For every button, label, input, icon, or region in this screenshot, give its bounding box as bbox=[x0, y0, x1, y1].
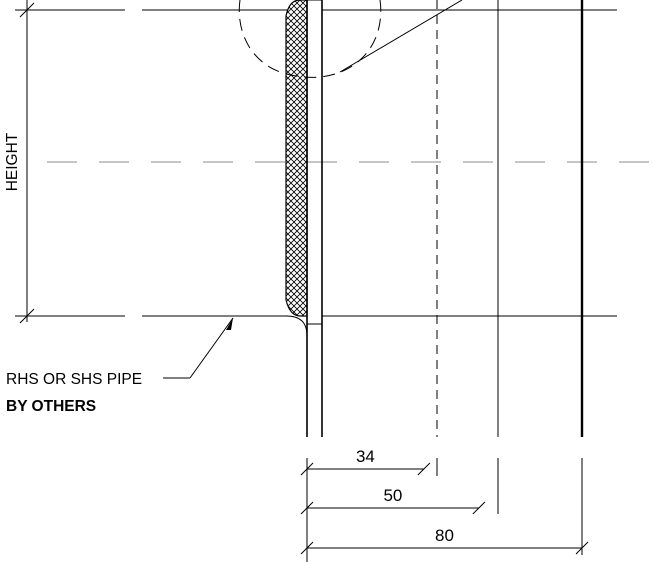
offset-dim-label-50: 50 bbox=[383, 486, 402, 505]
offset-dim-tick-34-start bbox=[300, 462, 314, 476]
detail-leader bbox=[339, 0, 463, 73]
detail-circle bbox=[238, 0, 382, 78]
pipe-note-line1: RHS OR SHS PIPE bbox=[6, 371, 142, 388]
offset-dimensions: 34 50 80 bbox=[300, 447, 589, 555]
offset-dim-tick-34-end bbox=[417, 462, 431, 476]
offset-dim-tick-80-start bbox=[300, 541, 314, 555]
pipe-note-arrow bbox=[226, 318, 233, 330]
pipe-wall bbox=[306, 0, 323, 437]
offset-dim-tick-50-start bbox=[300, 501, 314, 515]
offset-witness-lines bbox=[306, 458, 583, 562]
height-label: HEIGHT bbox=[4, 132, 21, 191]
height-dimension bbox=[19, 0, 35, 324]
pipe-note-line2: BY OTHERS bbox=[6, 398, 96, 415]
pipe-corner bbox=[142, 315, 308, 337]
offset-dim-label-80: 80 bbox=[435, 526, 454, 545]
crosshatch-strip bbox=[285, 0, 308, 317]
offset-dim-label-34: 34 bbox=[356, 447, 375, 466]
offset-dim-tick-50-end bbox=[472, 501, 486, 515]
offset-dim-tick-80-end bbox=[575, 541, 589, 555]
pipe-note-leader bbox=[163, 317, 234, 379]
